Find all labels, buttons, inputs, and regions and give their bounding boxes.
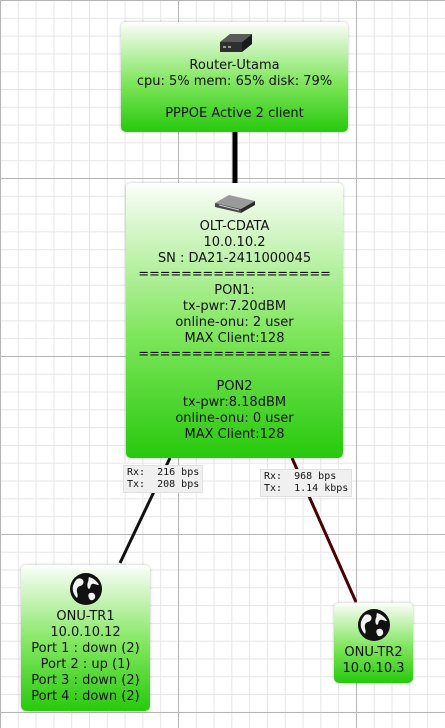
pon2-online-onu: online-onu: 0 user bbox=[175, 411, 294, 426]
pon1-tx-power: tx-pwr:7.20dBM bbox=[182, 299, 287, 314]
olt-sn: SN : DA21-2411000045 bbox=[157, 251, 312, 266]
router-node[interactable]: Router-Utama cpu: 5% mem: 65% disk: 79% … bbox=[121, 22, 348, 132]
olt-node[interactable]: OLT-CDATA 10.0.10.2 SN : DA21-2411000045… bbox=[126, 183, 343, 458]
onu-tr2-name: ONU-TR2 bbox=[344, 645, 403, 660]
olt-separator: ================== bbox=[138, 267, 331, 282]
globe-icon bbox=[69, 573, 102, 605]
globe-icon bbox=[357, 609, 390, 641]
pon1-online-onu: online-onu: 2 user bbox=[175, 315, 294, 330]
onu-tr1-port-1: Port 1 : down (2) bbox=[31, 641, 140, 656]
onu-tr1-port-4: Port 4 : down (2) bbox=[31, 689, 140, 704]
traffic-label-onu1: Rx: 216 bps Tx: 208 bps bbox=[123, 465, 204, 493]
olt-name: OLT-CDATA bbox=[199, 219, 270, 234]
olt-switch-icon bbox=[214, 195, 255, 213]
pon2-title: PON2 bbox=[216, 379, 253, 394]
olt-separator: ================== bbox=[138, 347, 331, 362]
onu-tr1-name: ONU-TR1 bbox=[56, 609, 115, 624]
pon1-title: PON1: bbox=[214, 283, 255, 298]
onu-tr2-node[interactable]: ONU-TR2 10.0.10.3 bbox=[334, 603, 413, 683]
pon2-max-client: MAX Client:128 bbox=[184, 427, 285, 442]
onu1-tx: Tx: 208 bps bbox=[127, 479, 200, 490]
onu-tr2-ip: 10.0.10.3 bbox=[342, 661, 405, 676]
pon2-tx-power: tx-pwr:8.18dBM bbox=[182, 395, 287, 410]
router-icon bbox=[219, 34, 252, 52]
onu-tr1-ip: 10.0.10.12 bbox=[50, 625, 121, 640]
router-stats: cpu: 5% mem: 65% disk: 79% bbox=[136, 74, 333, 89]
onu1-rx: Rx: 216 bps bbox=[127, 467, 200, 478]
onu2-rx: Rx: 968 bps bbox=[264, 471, 337, 482]
olt-ip: 10.0.10.2 bbox=[203, 235, 266, 250]
router-name: Router-Utama bbox=[189, 58, 280, 73]
onu-tr1-port-2: Port 2 : up (1) bbox=[40, 657, 131, 672]
router-pppoe: PPPOE Active 2 client bbox=[165, 106, 304, 121]
onu-tr1-port-3: Port 3 : down (2) bbox=[31, 673, 140, 688]
onu2-tx: Tx: 1.14 kbps bbox=[264, 483, 349, 494]
onu-tr1-node[interactable]: ONU-TR1 10.0.10.12 Port 1 : down (2) Por… bbox=[21, 565, 150, 711]
traffic-label-onu2: Rx: 968 bps Tx: 1.14 kbps bbox=[260, 469, 353, 497]
pon1-max-client: MAX Client:128 bbox=[184, 331, 285, 346]
